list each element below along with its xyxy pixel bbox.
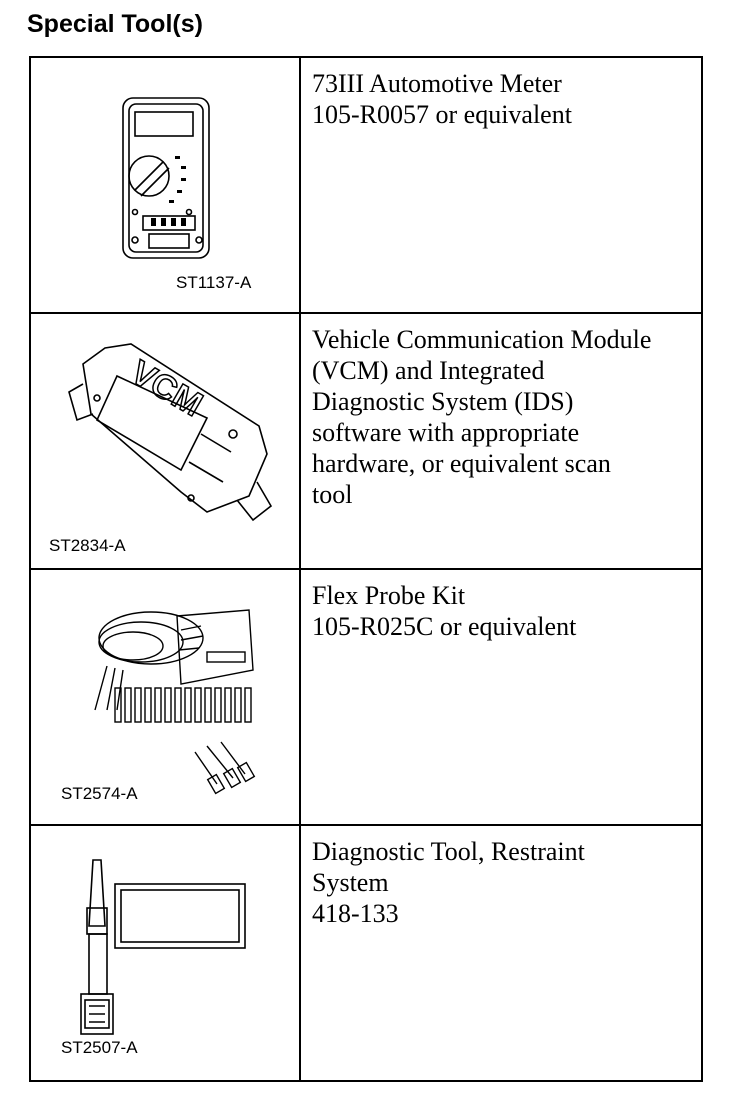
tool-description: Diagnostic Tool, Restraint System 418-13… [301, 826, 701, 929]
tool-description: Flex Probe Kit 105-R025C or equivalent [301, 570, 701, 642]
tool-description: 73III Automotive Meter 105-R0057 or equi… [301, 58, 701, 130]
tool-image-cell: ST2507-A [29, 824, 301, 1082]
restraint-diagnostic-tool-icon [80, 859, 246, 1035]
description-line: Diagnostic System (IDS) [312, 387, 574, 416]
page-title: Special Tool(s) [27, 10, 203, 38]
special-tools-table: ST1137-A 73III Automotive Meter 105-R005… [29, 56, 703, 1082]
description-line: hardware, or equivalent scan [312, 449, 611, 478]
tool-code: ST1137-A [176, 273, 252, 292]
table-row: VCM ST2834-A Vehicle Communication Modul… [29, 312, 703, 570]
tool-image-cell: VCM ST2834-A [29, 312, 301, 570]
description-line: Diagnostic Tool, Restraint [312, 837, 585, 866]
table-row: ST2574-A Flex Probe Kit 105-R025C or equ… [29, 568, 703, 826]
description-line: 418-133 [312, 899, 399, 928]
tool-description-cell: Diagnostic Tool, Restraint System 418-13… [299, 824, 703, 1082]
description-line: Flex Probe Kit [312, 581, 466, 610]
table-row: ST2507-A Diagnostic Tool, Restraint Syst… [29, 824, 703, 1082]
tool-description-cell: Vehicle Communication Module (VCM) and I… [299, 312, 703, 570]
table-row: ST1137-A 73III Automotive Meter 105-R005… [29, 56, 703, 314]
multimeter-icon [122, 97, 210, 259]
description-line: 73III Automotive Meter [312, 69, 562, 98]
description-line: tool [312, 480, 353, 509]
description-line: 105-R025C or equivalent [312, 612, 577, 641]
tool-code: ST2834-A [49, 536, 126, 555]
tool-image-cell: ST2574-A [29, 568, 301, 826]
tool-description: Vehicle Communication Module (VCM) and I… [301, 314, 701, 510]
description-line: 105-R0057 or equivalent [312, 100, 572, 129]
tool-code: ST2507-A [61, 1038, 138, 1057]
flex-probe-kit-icon [94, 609, 256, 795]
description-line: (VCM) and Integrated [312, 356, 545, 385]
description-line: System [312, 868, 389, 897]
tool-description-cell: 73III Automotive Meter 105-R0057 or equi… [299, 56, 703, 314]
tool-description-cell: Flex Probe Kit 105-R025C or equivalent [299, 568, 703, 826]
description-line: Vehicle Communication Module [312, 325, 652, 354]
vcm-module-icon: VCM [68, 343, 273, 522]
tool-code: ST2574-A [61, 784, 138, 803]
description-line: software with appropriate [312, 418, 580, 447]
tool-image-cell: ST1137-A [29, 56, 301, 314]
